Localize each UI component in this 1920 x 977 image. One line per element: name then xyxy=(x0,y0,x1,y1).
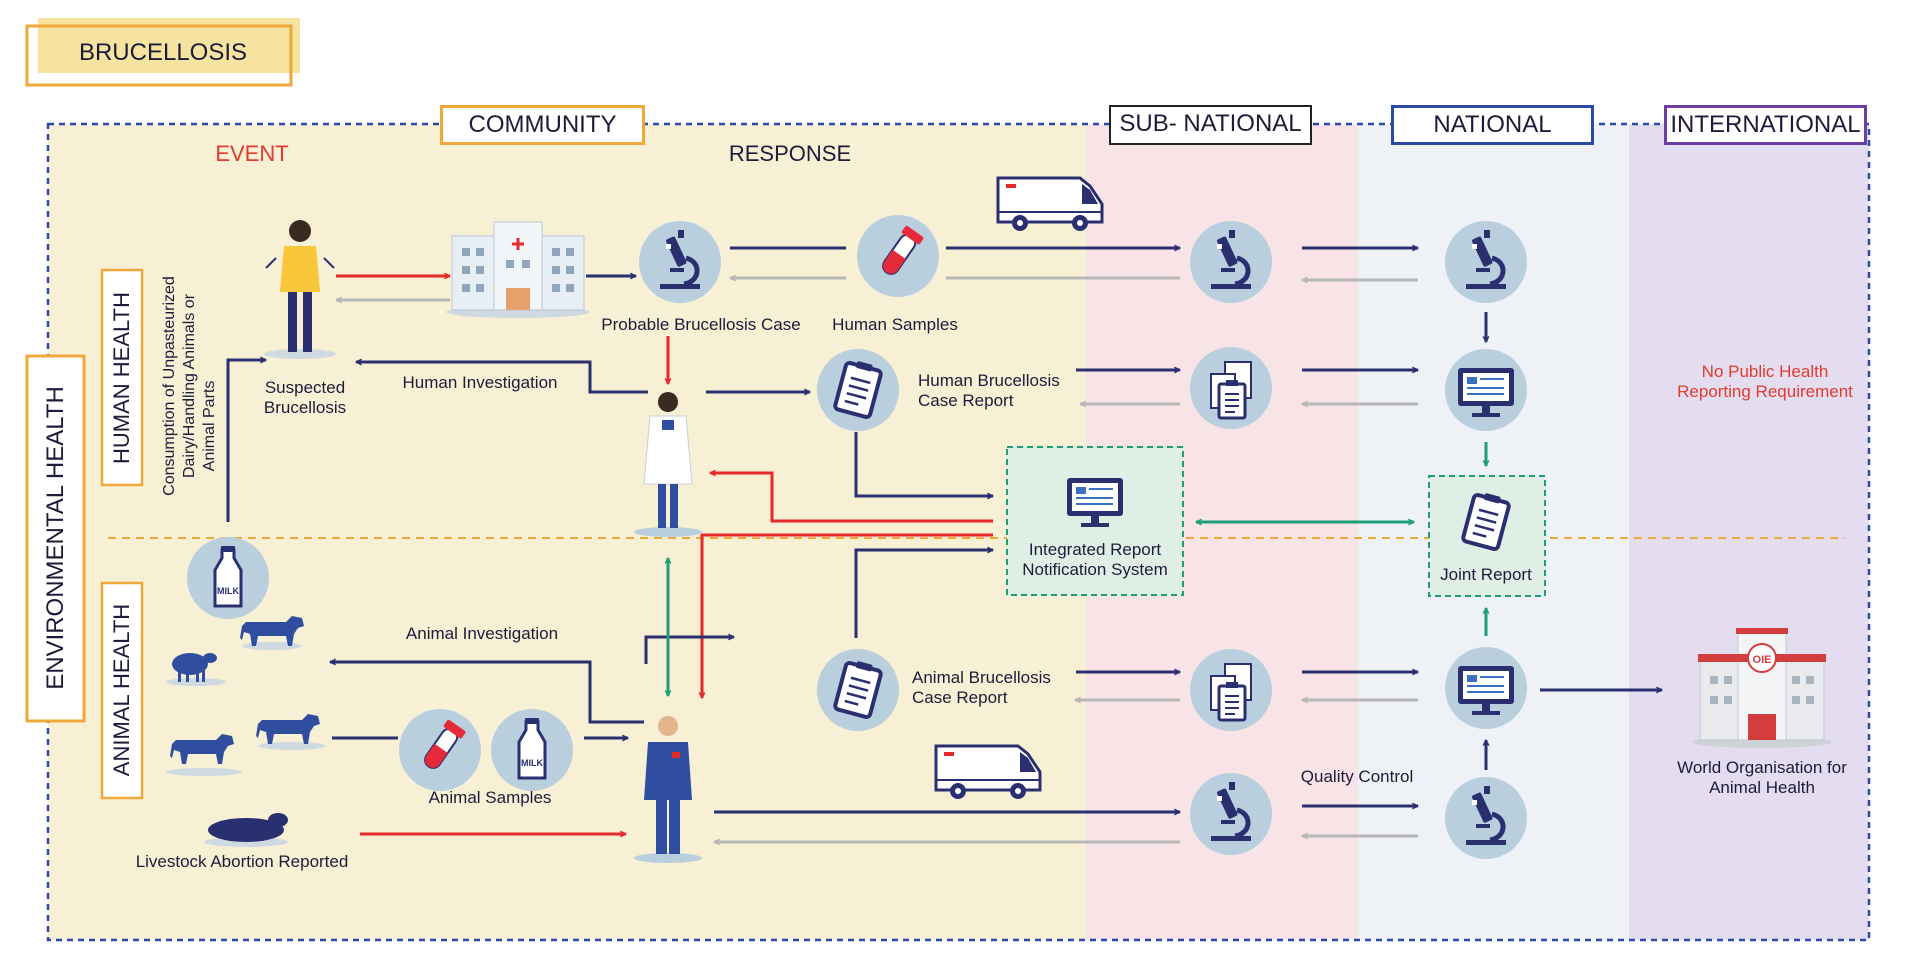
animal-case-report-line1: Animal Brucellosis xyxy=(912,668,1051,687)
arrow-investigation-to-suspected xyxy=(356,362,648,394)
page-title: BRUCELLOSIS xyxy=(78,39,248,66)
national-animal-monitor-icon xyxy=(1444,646,1528,730)
human-investigation-label: Human Investigation xyxy=(402,373,558,392)
arrow-report-to-integrated xyxy=(854,432,993,496)
national-human-monitor-icon xyxy=(1444,348,1528,432)
arrows xyxy=(226,248,1662,842)
column-header-subnational: SUB- NATIONAL xyxy=(1109,105,1312,145)
hospital-icon xyxy=(446,221,590,318)
probable-case-label: Probable Brucellosis Case xyxy=(601,315,801,334)
quality-control-label: Quality Control xyxy=(1300,767,1414,786)
title-border xyxy=(25,24,293,87)
human-case-report-line2: Case Report xyxy=(918,390,1014,410)
human-case-report-line1: Human Brucellosis xyxy=(918,371,1060,390)
integrated-report-line1: Integrated Report xyxy=(1028,540,1162,559)
response-label: RESPONSE xyxy=(728,141,852,166)
suspected-brucellosis-line1: Suspected xyxy=(264,378,346,397)
milk-label: MILK xyxy=(217,586,239,596)
environmental-health-label: ENVIRONMENTAL HEALTH xyxy=(42,386,69,690)
woah-line1: World Organisation for xyxy=(1677,758,1847,777)
human-health-box xyxy=(100,268,144,487)
animals-group-icon xyxy=(166,616,326,847)
suspected-patient-icon xyxy=(264,220,336,359)
integrated-report-line2: Notification System xyxy=(1022,559,1168,579)
national-quality-control-microscope-icon xyxy=(1445,777,1527,859)
suspected-brucellosis-line2: Brucellosis xyxy=(263,397,347,417)
animal-sample-milk-icon xyxy=(489,707,575,793)
arrow-integrated-to-doctor xyxy=(710,473,993,523)
woah-building-icon xyxy=(1692,628,1832,748)
environmental-health-box xyxy=(25,354,86,723)
human-case-report-label: Human Brucellosis Case Report xyxy=(918,371,1060,410)
subnational-human-reports-icon xyxy=(1188,345,1274,431)
subnational-animal-lab-microscope-icon xyxy=(1190,773,1272,855)
no-reporting-line1: No Public Health xyxy=(1701,362,1829,381)
joint-report-clipboard-icon xyxy=(1461,493,1511,551)
subnational-lab-microscope-icon xyxy=(1190,221,1272,303)
animal-case-report-clipboard-icon xyxy=(815,647,901,733)
animal-investigation-label: Animal Investigation xyxy=(405,624,559,643)
human-samples-label: Human Samples xyxy=(832,315,958,334)
integrated-report-monitor-icon xyxy=(1067,478,1123,527)
human-health-label: HUMAN HEALTH xyxy=(109,292,134,464)
event-label: EVENT xyxy=(215,141,289,166)
column-header-international: INTERNATIONAL xyxy=(1664,105,1867,145)
woah-logo-text: OIE xyxy=(1753,654,1772,666)
animal-health-box xyxy=(100,581,144,800)
arrow-animal-report-to-integrated xyxy=(854,550,993,638)
community-lab-microscope-icon xyxy=(639,221,721,303)
arrow-vet-to-animal-report xyxy=(644,637,734,664)
veterinarian-icon xyxy=(634,716,702,863)
livestock-abortion-label: Livestock Abortion Reported xyxy=(135,852,349,871)
human-sample-van-icon xyxy=(996,176,1104,233)
consumption-label-line3: Animal Parts xyxy=(201,380,218,472)
woah-label: World Organisation for Animal Health xyxy=(1677,758,1847,797)
consumption-label-line2: Dairy/Handling Animals or xyxy=(181,293,198,479)
animal-case-report-label: Animal Brucellosis Case Report xyxy=(912,668,1051,707)
animal-samples-label: Animal Samples xyxy=(428,788,552,807)
joint-report-label: Joint Report xyxy=(1440,565,1532,584)
international-column-bg xyxy=(1629,124,1869,940)
consumption-label-line1: Consumption of Unpasteurized xyxy=(161,276,178,496)
human-sample-tube-icon xyxy=(856,214,940,298)
national-lab-microscope-icon xyxy=(1445,221,1527,303)
subnational-animal-reports-icon xyxy=(1188,647,1274,733)
column-header-national: NATIONAL xyxy=(1391,105,1594,145)
animal-health-label: ANIMAL HEALTH xyxy=(109,603,134,777)
animal-case-report-line2: Case Report xyxy=(912,687,1008,707)
integrated-report-label: Integrated Report Notification System xyxy=(1022,540,1168,579)
arrow-vet-to-animals xyxy=(330,662,644,724)
no-reporting-line2: Reporting Requirement xyxy=(1677,381,1853,401)
animal-milk-label: MILK xyxy=(521,758,543,768)
animal-sample-tube-icon xyxy=(398,708,482,792)
doctor-icon xyxy=(634,392,702,537)
no-reporting-label: No Public Health Reporting Requirement xyxy=(1677,362,1853,401)
column-header-community: COMMUNITY xyxy=(440,105,645,145)
animal-sample-van-icon xyxy=(934,744,1042,801)
arrow-consumption-to-suspected xyxy=(226,360,266,522)
human-case-report-clipboard-icon xyxy=(815,347,901,433)
suspected-brucellosis-label: Suspected Brucellosis xyxy=(264,378,346,417)
arrow-integrated-to-vet xyxy=(702,533,993,698)
woah-line2: Animal Health xyxy=(1709,777,1815,797)
milk-bottle-icon xyxy=(185,535,271,621)
